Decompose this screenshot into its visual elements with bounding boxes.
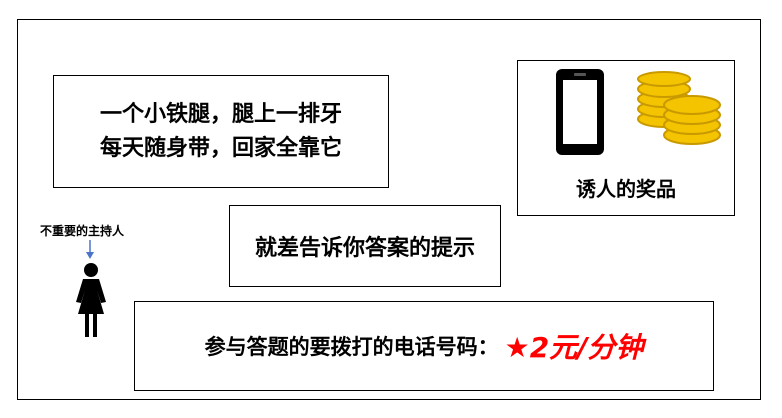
- riddle-line-1: 一个小铁腿，腿上一排牙: [99, 101, 342, 127]
- coins-icon: [637, 71, 721, 145]
- prize-box: 诱人的奖品: [517, 60, 735, 216]
- hint-box: 就差告诉你答案的提示: [229, 205, 501, 287]
- person-icon: [76, 263, 106, 337]
- prize-label: 诱人的奖品: [576, 177, 676, 201]
- hint-text: 就差告诉你答案的提示: [254, 236, 475, 261]
- call-box: 参与答题的要拨打的电话号码： ★2元/分钟: [134, 301, 714, 391]
- riddle-line-2: 每天随身带，回家全靠它: [99, 135, 342, 161]
- arrow-down-icon: [86, 240, 94, 259]
- price-text: ★2元/分钟: [504, 331, 644, 364]
- call-text: 参与答题的要拨打的电话号码：: [204, 335, 499, 359]
- outer-frame: [17, 19, 761, 400]
- riddle-box: 一个小铁腿，腿上一排牙 每天随身带，回家全靠它: [53, 75, 389, 188]
- phone-icon: [556, 69, 604, 155]
- host-label: 不重要的主持人: [40, 224, 125, 238]
